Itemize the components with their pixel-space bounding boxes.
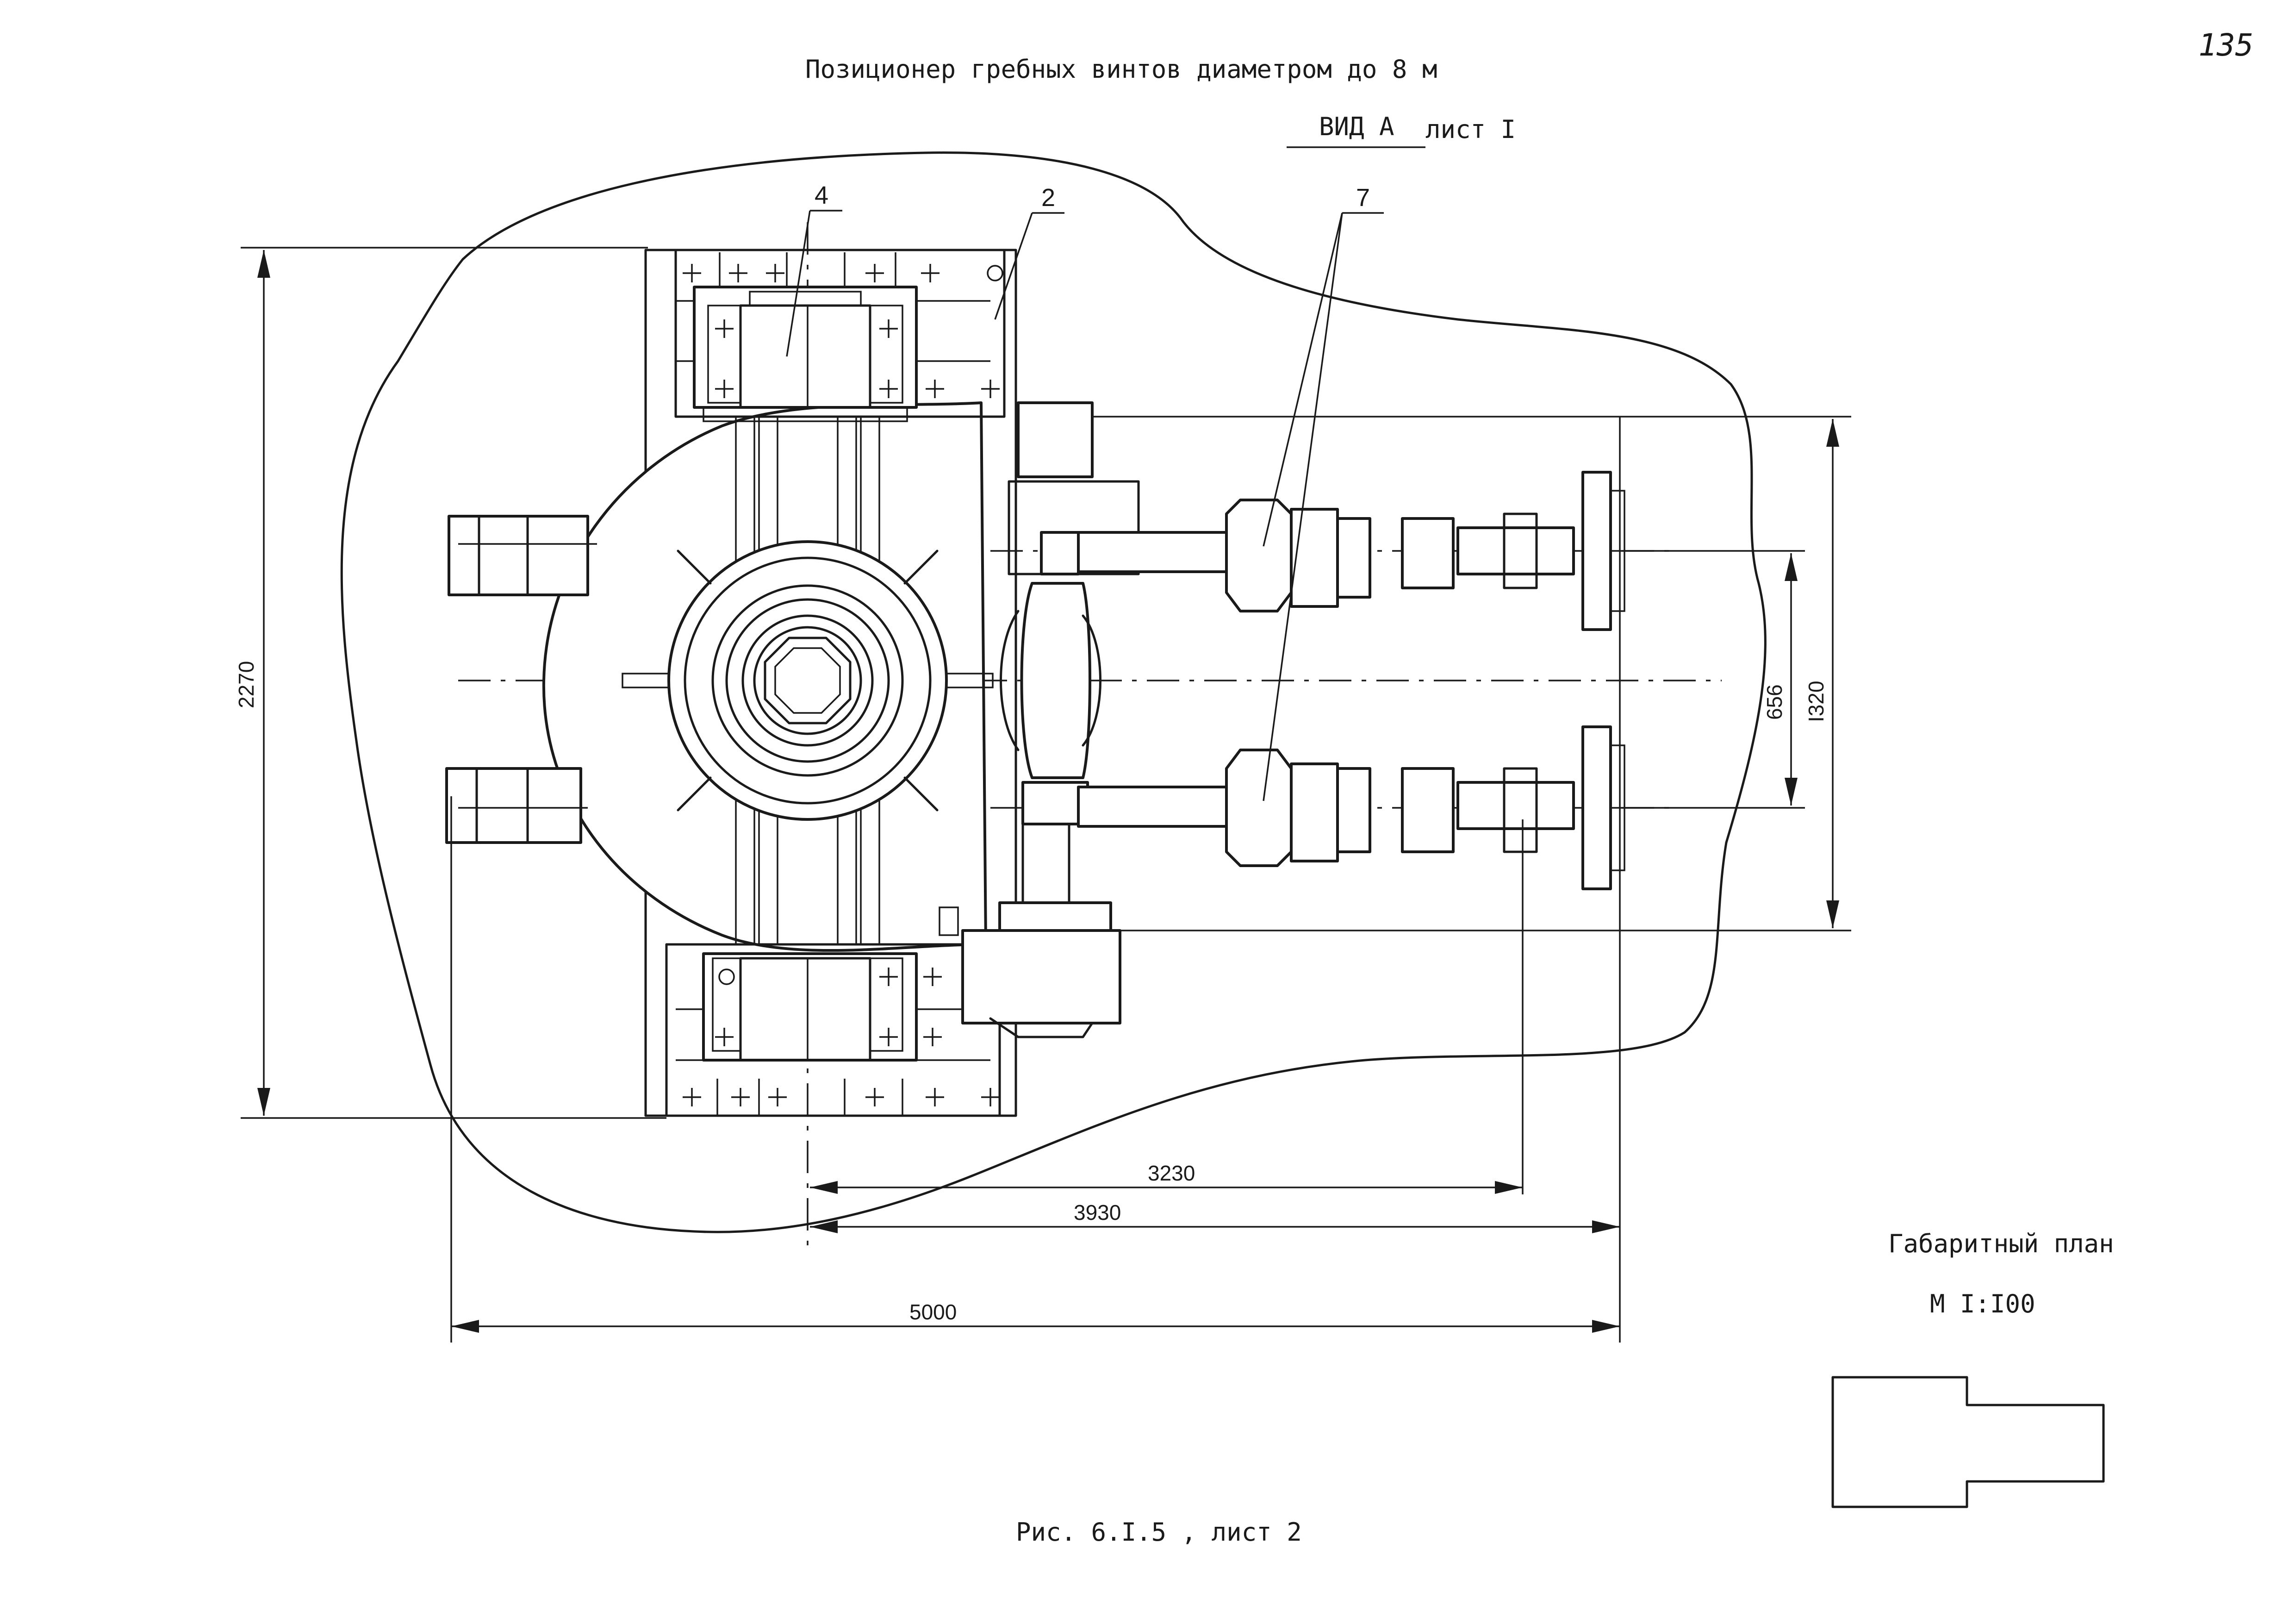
svg-text:2270: 2270 bbox=[234, 661, 258, 708]
overall-plan-caption: Габаритный план bbox=[1888, 1229, 2114, 1258]
svg-text:2: 2 bbox=[1041, 184, 1055, 212]
lower-shaft bbox=[1077, 725, 1625, 890]
upper-drive-unit bbox=[674, 249, 1006, 422]
svg-text:656: 656 bbox=[1762, 684, 1786, 720]
svg-text:3930: 3930 bbox=[1074, 1200, 1121, 1224]
svg-text:I320: I320 bbox=[1804, 681, 1828, 722]
scale-label: М I:I00 bbox=[1930, 1289, 2035, 1318]
leader-part-4: 4 bbox=[786, 181, 842, 357]
figure-caption: Рис. 6.I.5 , лист 2 bbox=[1016, 1518, 1302, 1547]
radial-jaws bbox=[622, 550, 994, 812]
dim-3930: 3930 bbox=[810, 1200, 1620, 1233]
drawing-title: Позиционер гребных винтов диаметром до 8… bbox=[805, 55, 1437, 84]
svg-text:4: 4 bbox=[815, 181, 828, 209]
dim-i320: I320 bbox=[1092, 416, 1851, 931]
leader-part-2: 2 bbox=[994, 184, 1064, 320]
dim-3230: 3230 bbox=[810, 1161, 1523, 1194]
lower-drive-unit bbox=[665, 943, 1001, 1117]
leader-part-7: 7 bbox=[1263, 184, 1384, 801]
dim-656: 656 bbox=[1611, 550, 1805, 809]
svg-text:5000: 5000 bbox=[909, 1300, 957, 1324]
right-gear-train bbox=[939, 401, 1140, 1038]
svg-text:7: 7 bbox=[1356, 184, 1370, 212]
left-arms bbox=[445, 515, 597, 844]
view-sheet-label: лист I bbox=[1425, 115, 1516, 144]
breakout-outline bbox=[340, 151, 1767, 1233]
overall-plan-outline bbox=[1831, 1376, 2105, 1508]
svg-text:3230: 3230 bbox=[1148, 1161, 1195, 1185]
view-label: ВИД А bbox=[1319, 112, 1394, 141]
upper-shaft bbox=[1077, 471, 1625, 631]
dim-2270: 2270 bbox=[234, 247, 666, 1119]
dim-5000: 5000 bbox=[451, 1300, 1620, 1333]
hub-octagon bbox=[764, 637, 852, 725]
page-number: 135 bbox=[2198, 27, 2253, 63]
